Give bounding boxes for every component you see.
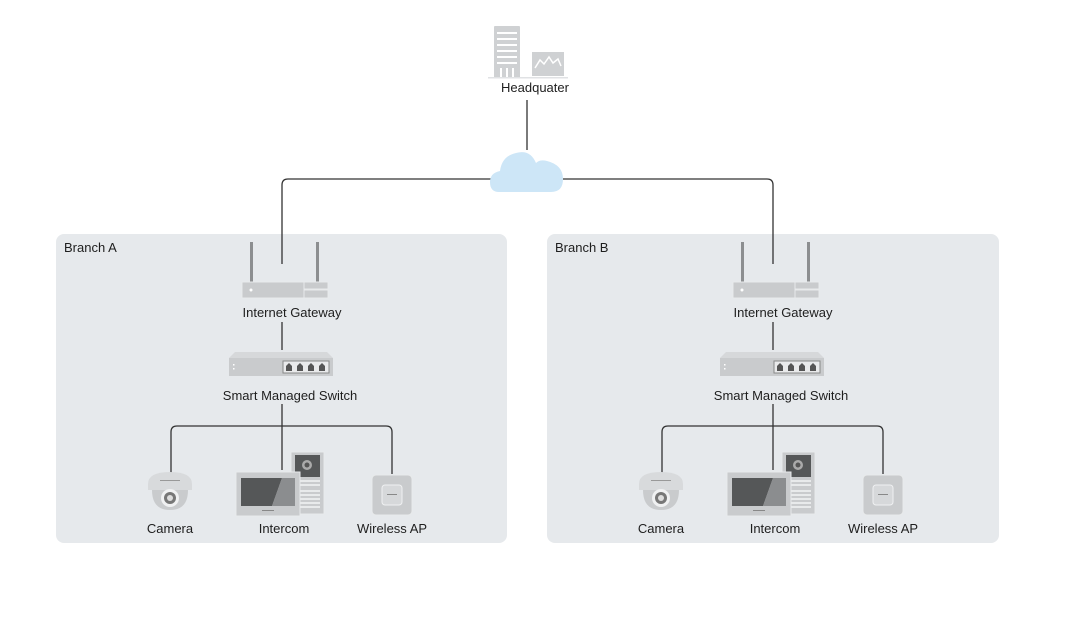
wireless-ap-label: Wireless AP xyxy=(847,521,919,536)
cloud-icon xyxy=(490,152,563,192)
wireless-ap-label: Wireless AP xyxy=(356,521,428,536)
intercom-label: Intercom xyxy=(258,521,310,536)
gateway-icon xyxy=(732,242,820,299)
switch-label: Smart Managed Switch xyxy=(222,388,358,403)
branch-b-title: Branch B xyxy=(555,240,609,255)
building-icon xyxy=(488,26,568,79)
intercom-label: Intercom xyxy=(749,521,801,536)
camera-label: Camera xyxy=(146,521,194,536)
headquarter-label: Headquater xyxy=(501,80,569,95)
link-b-camera xyxy=(661,425,884,474)
wireless-ap-icon xyxy=(862,474,904,516)
switch-icon xyxy=(720,352,824,376)
link-a-camera xyxy=(170,425,393,474)
link-cloud-branch-b xyxy=(563,178,774,264)
link-cloud-branch-a xyxy=(281,178,492,264)
switch-label: Smart Managed Switch xyxy=(713,388,849,403)
gateway-label: Internet Gateway xyxy=(733,305,833,320)
camera-label: Camera xyxy=(637,521,685,536)
wireless-ap-icon xyxy=(371,474,413,516)
switch-icon xyxy=(229,352,333,376)
camera-icon xyxy=(148,472,192,510)
intercom-icon xyxy=(235,451,325,517)
gateway-label: Internet Gateway xyxy=(242,305,342,320)
branch-a-title: Branch A xyxy=(64,240,117,255)
camera-icon xyxy=(639,472,683,510)
intercom-icon xyxy=(726,451,816,517)
gateway-icon xyxy=(241,242,329,299)
